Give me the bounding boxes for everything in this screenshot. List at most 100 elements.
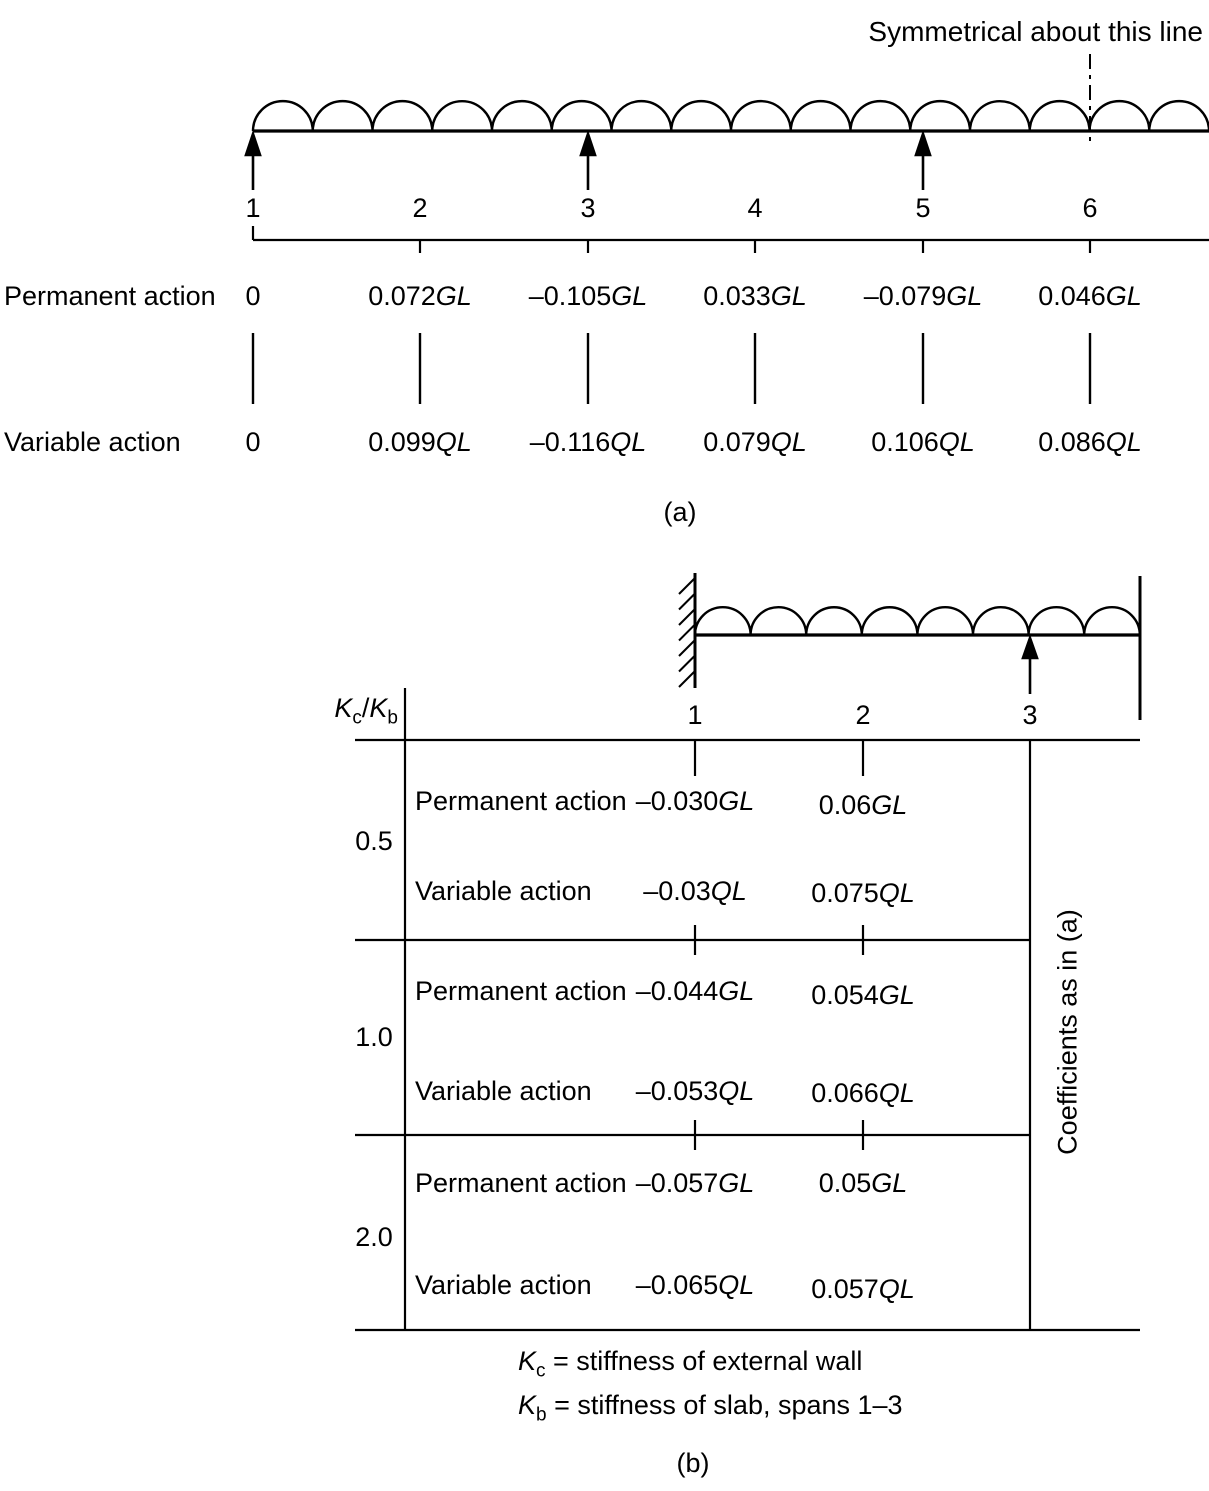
- var-b3-value-2: 0.057QL: [811, 1274, 915, 1305]
- perm-a-value-1: 0: [245, 281, 260, 312]
- variable-action-label-b2: Variable action: [415, 1076, 592, 1106]
- value-number: 0.033: [703, 281, 771, 311]
- value-symbol: QL: [710, 876, 747, 906]
- permanent-action-label-b2: Permanent action: [415, 976, 627, 1006]
- value-symbol: GL: [718, 1168, 755, 1198]
- beam-b: [693, 576, 1142, 720]
- var-b1-value-1: –0.03QL: [643, 876, 747, 907]
- value-symbol: QL: [878, 1078, 915, 1108]
- slash: /: [361, 693, 370, 723]
- permanent-action-label-a: Permanent action: [4, 281, 216, 311]
- var-b3-value-1: –0.065QL: [636, 1270, 755, 1301]
- var-b2-value-1: –0.053QL: [636, 1076, 755, 1107]
- value-symbol: QL: [938, 427, 975, 457]
- span-number-1: 1: [687, 700, 703, 730]
- value-symbol: GL: [946, 281, 983, 311]
- var-a-value-6: 0.086QL: [1038, 427, 1142, 458]
- value-number: 0.054: [811, 980, 879, 1010]
- var-a-value-1: 0: [245, 427, 260, 458]
- support-arrows-a: [244, 129, 932, 190]
- var-a-value-5: 0.106QL: [871, 427, 975, 458]
- var-a-value-4: 0.079QL: [703, 427, 807, 458]
- value-number: 0.099: [368, 427, 436, 457]
- value-number: 0.046: [1038, 281, 1106, 311]
- support-number-3: 3: [580, 193, 596, 223]
- beam-a: [251, 100, 1209, 133]
- permanent-action-label-b1: Permanent action: [415, 786, 627, 816]
- value-symbol: QL: [718, 1270, 755, 1300]
- perm-a-value-3: –0.105GL: [529, 281, 648, 312]
- support-number-6: 6: [1082, 193, 1098, 223]
- symbol-kc: K: [334, 693, 353, 723]
- perm-b3-value-2: 0.05GL: [819, 1168, 908, 1199]
- value-number: 0.057: [811, 1274, 879, 1304]
- value-symbol: QL: [770, 427, 807, 457]
- value-number: 0.072: [368, 281, 436, 311]
- legend-text: = stiffness of external wall: [545, 1346, 863, 1376]
- wall-b: [678, 573, 697, 688]
- legend-kb: Kb = stiffness of slab, spans 1–3: [518, 1390, 903, 1424]
- perm-a-value-6: 0.046GL: [1038, 281, 1142, 312]
- value-number: 0.075: [811, 878, 879, 908]
- value-number: –0.079: [863, 281, 947, 311]
- support-number-1: 1: [245, 193, 261, 223]
- support-number-4: 4: [747, 193, 763, 223]
- value-number: 0.05: [818, 1168, 872, 1198]
- value-symbol: QL: [878, 878, 915, 908]
- slab-loading-scallops-a: [251, 100, 1209, 132]
- value-number: –0.044: [635, 976, 719, 1006]
- value-number: 0.079: [703, 427, 771, 457]
- subscript-c: c: [352, 707, 362, 729]
- span-number-2: 2: [855, 700, 871, 730]
- support-arrow-b: [1021, 634, 1039, 694]
- value-symbol: GL: [611, 281, 648, 311]
- value-number: –0.116: [529, 427, 611, 457]
- caption-b: (b): [676, 1448, 710, 1478]
- value-number: –0.03: [643, 876, 711, 906]
- value-number: –0.030: [635, 786, 719, 816]
- value-symbol: GL: [770, 281, 807, 311]
- perm-a-value-2: 0.072GL: [368, 281, 472, 312]
- variable-action-label-a: Variable action: [4, 427, 181, 457]
- value-symbol: GL: [718, 976, 755, 1006]
- value-symbol: QL: [610, 427, 647, 457]
- variable-action-label-b3: Variable action: [415, 1270, 592, 1300]
- ruler-a: [251, 226, 1209, 253]
- value-symbol: QL: [878, 1274, 915, 1304]
- value-number: 0.066: [811, 1078, 879, 1108]
- symbol-kb: K: [369, 693, 388, 723]
- table-grid-b: [355, 688, 1140, 1332]
- variable-action-label-b1: Variable action: [415, 876, 592, 906]
- value-number: –0.053: [635, 1076, 719, 1106]
- support-number-2: 2: [412, 193, 428, 223]
- support-arrowhead-icon: [914, 129, 932, 157]
- var-b1-value-2: 0.075QL: [811, 878, 915, 909]
- legend-text: = stiffness of slab, spans 1–3: [546, 1390, 903, 1420]
- wall-hatching-icon: [678, 577, 696, 688]
- value-number: –0.065: [635, 1270, 719, 1300]
- value-number: 0.086: [1038, 427, 1106, 457]
- subscript-c: c: [536, 1360, 546, 1382]
- value-number: 0: [245, 427, 261, 457]
- legend-kc: Kc = stiffness of external wall: [518, 1346, 863, 1380]
- caption-a: (a): [663, 497, 697, 527]
- var-a-value-2: 0.099QL: [368, 427, 472, 458]
- var-a-value-3: –0.116QL: [530, 427, 647, 458]
- value-symbol: GL: [718, 786, 755, 816]
- support-arrowhead-icon: [244, 129, 262, 157]
- span-number-3: 3: [1022, 700, 1038, 730]
- permanent-action-label-b3: Permanent action: [415, 1168, 627, 1198]
- value-symbol: GL: [871, 1168, 908, 1198]
- stiffness-ratio-header: Kc/Kb: [334, 693, 398, 727]
- value-symbol: GL: [878, 980, 915, 1010]
- value-number: 0.106: [871, 427, 939, 457]
- perm-b3-value-1: –0.057GL: [636, 1168, 755, 1199]
- side-note-coefficients: Coefficients as in (a): [1052, 909, 1083, 1155]
- symmetry-label: Symmetrical about this line: [868, 16, 1203, 47]
- support-number-5: 5: [915, 193, 931, 223]
- value-symbol: GL: [1105, 281, 1142, 311]
- perm-b2-value-1: –0.044GL: [636, 976, 755, 1007]
- subscript-b: b: [387, 707, 398, 729]
